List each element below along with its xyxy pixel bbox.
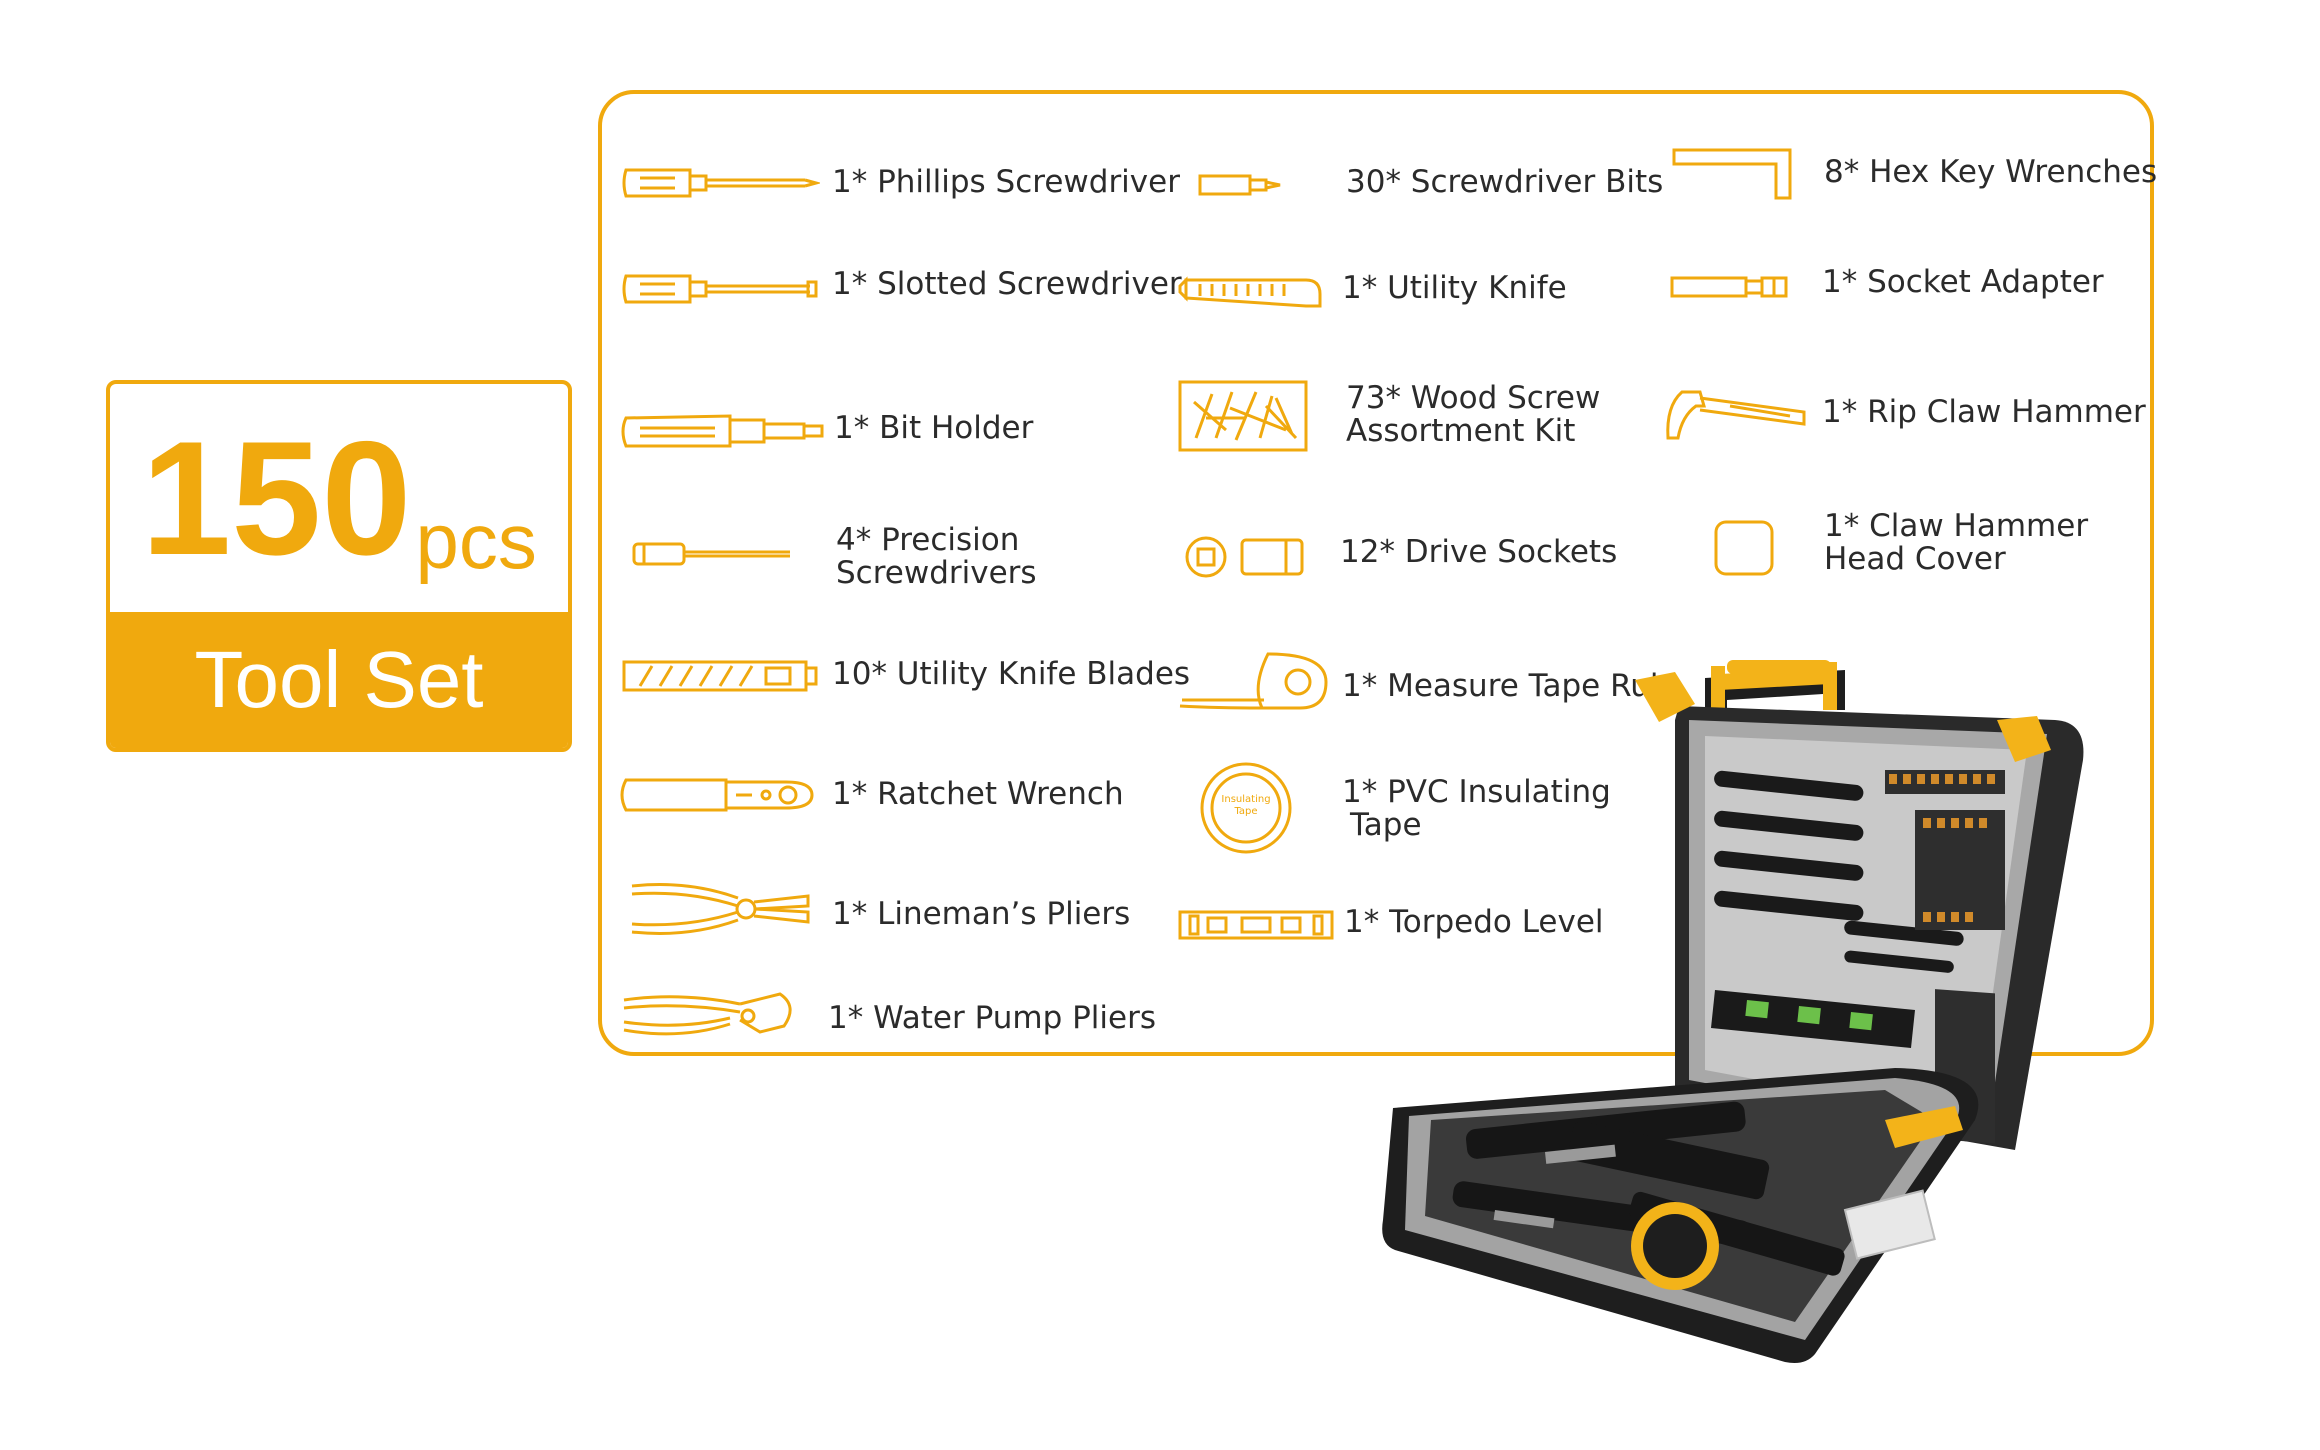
- item-label-knife-blades: 10* Utility Knife Blades: [832, 656, 1191, 692]
- item-label-bit-holder: 1* Bit Holder: [834, 410, 1034, 446]
- item-label-claw-hammer: 1* Rip Claw Hammer: [1822, 394, 2146, 430]
- hex-key-icon: [1670, 146, 1796, 202]
- phillips-screwdriver-icon: [620, 156, 820, 210]
- item-label-screwdriver-bits: 30* Screwdriver Bits: [1346, 164, 1664, 200]
- screw-kit-icon: [1176, 378, 1310, 454]
- tape-measure-icon: [1176, 646, 1332, 716]
- item-label-line-2: Assortment Kit: [1346, 412, 1576, 449]
- badge-count-number: 150: [141, 408, 412, 589]
- insulating-tape-icon-text: Insulating Tape: [1221, 794, 1271, 817]
- item-label-socket-adapter: 1* Socket Adapter: [1822, 264, 2104, 300]
- item-label-precision-screwdrivers: 4* Precision Screwdrivers: [836, 524, 1037, 589]
- utility-knife-icon: [1176, 272, 1326, 314]
- screwdriver-bit-icon: [1196, 170, 1284, 200]
- slotted-screwdriver-icon: [620, 262, 820, 316]
- socket-adapter-icon: [1668, 272, 1792, 302]
- item-label-line-1: 73* Wood Screw: [1346, 380, 1601, 416]
- item-label-tape-measure: 1* Measure Tape Rule: [1342, 668, 1678, 704]
- item-label-screw-kit: 73* Wood Screw Assortment Kit: [1346, 382, 1600, 447]
- knife-blades-icon: [620, 656, 820, 696]
- item-label-line-1: 1* PVC Insulating: [1342, 774, 1611, 810]
- hammer-cover-icon: [1712, 518, 1776, 578]
- item-label-line-1: 4* Precision: [836, 522, 1020, 558]
- water-pump-pliers-icon: [620, 986, 800, 1048]
- bit-holder-icon: [620, 404, 828, 458]
- linemans-pliers-icon: [628, 876, 814, 942]
- item-label-torpedo-level: 1* Torpedo Level: [1344, 904, 1604, 940]
- item-label-linemans-pliers: 1* Lineman’s Pliers: [832, 896, 1131, 932]
- tool-case-image: [1375, 650, 2145, 1370]
- torpedo-level-icon: [1176, 906, 1336, 944]
- badge-count-unit: pcs: [415, 497, 537, 585]
- item-label-ratchet-wrench: 1* Ratchet Wrench: [832, 776, 1124, 812]
- item-label-insulating-tape: 1* PVC Insulating Tape: [1342, 776, 1611, 841]
- claw-hammer-icon: [1660, 384, 1808, 444]
- precision-screwdriver-icon: [630, 536, 796, 572]
- item-label-utility-knife: 1* Utility Knife: [1342, 270, 1567, 306]
- item-label-drive-sockets: 12* Drive Sockets: [1340, 534, 1618, 570]
- item-label-line-2: Screwdrivers: [836, 554, 1037, 591]
- ratchet-wrench-icon: [616, 772, 816, 818]
- drive-socket-icon: [1184, 534, 1310, 580]
- items-frame: [598, 90, 2154, 1056]
- item-label-slotted-screwdriver: 1* Slotted Screwdriver: [832, 266, 1182, 302]
- item-label-hammer-cover: 1* Claw Hammer Head Cover: [1824, 510, 2088, 575]
- item-label-phillips-screwdriver: 1* Phillips Screwdriver: [832, 164, 1180, 200]
- item-label-line-2: Head Cover: [1824, 540, 2006, 577]
- badge-title: Tool Set: [110, 612, 568, 748]
- insulating-tape-icon: Insulating Tape: [1198, 760, 1294, 856]
- item-label-water-pump-pliers: 1* Water Pump Pliers: [828, 1000, 1156, 1036]
- item-label-line-1: 1* Claw Hammer: [1824, 508, 2089, 544]
- item-label-line-2: Tape: [1350, 806, 1422, 843]
- item-label-hex-keys: 8* Hex Key Wrenches: [1824, 154, 2158, 190]
